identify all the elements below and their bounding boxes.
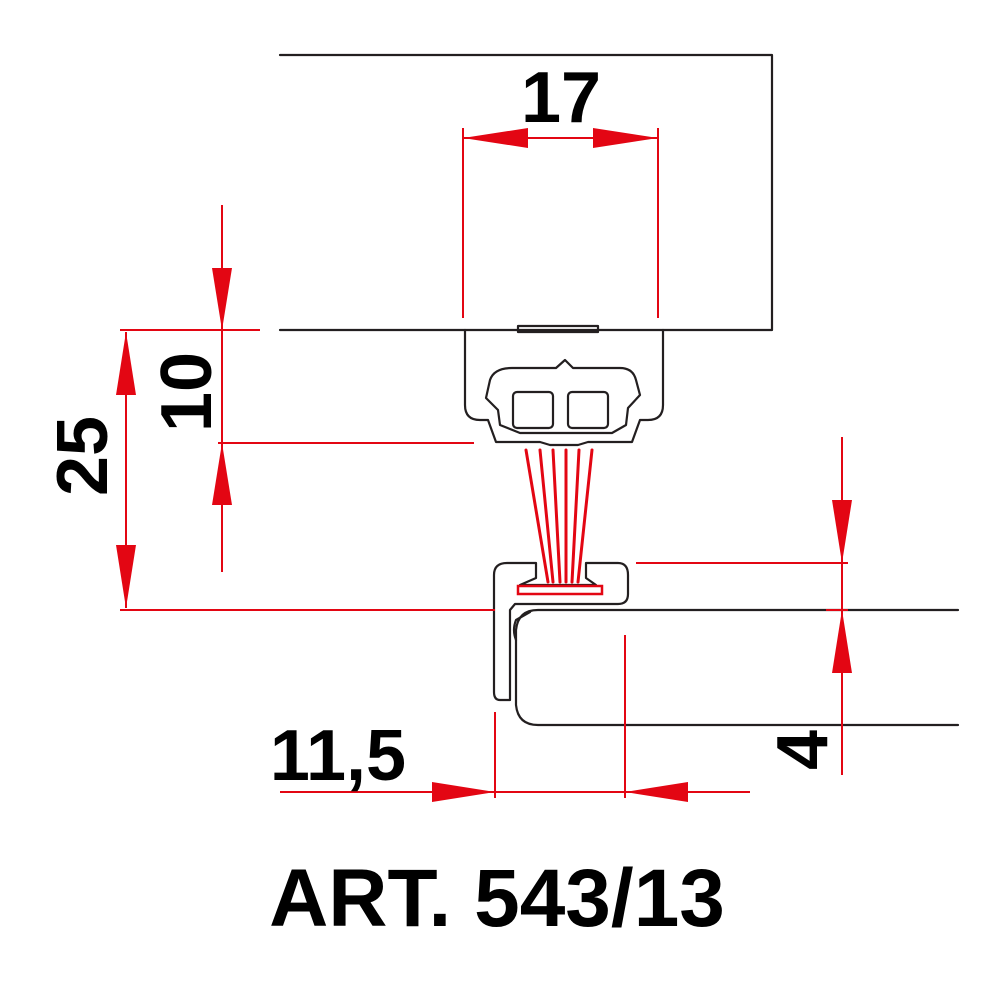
dimension-10	[212, 205, 474, 572]
label-11-5: 11,5	[270, 716, 406, 796]
brush-bristles	[524, 448, 594, 584]
fixing-strip	[516, 324, 600, 334]
label-4: 4	[763, 730, 843, 770]
lower-profile	[492, 561, 630, 702]
dimension-25	[116, 329, 495, 611]
article-title: ART. 543/13	[269, 853, 725, 944]
dimension-11-5	[280, 635, 750, 802]
dimension-4	[636, 437, 852, 775]
upper-profile	[463, 328, 665, 447]
upper-profile-inner	[484, 358, 642, 435]
label-25: 25	[43, 416, 123, 496]
floor-body	[514, 608, 960, 727]
dimension-17	[462, 128, 659, 318]
label-10: 10	[147, 352, 227, 432]
door-panel	[278, 53, 774, 332]
label-17: 17	[521, 58, 601, 138]
brush-base	[516, 584, 604, 596]
floor-seal	[512, 610, 532, 642]
profile-chamber-left	[511, 390, 555, 430]
profile-chamber-right	[566, 390, 610, 430]
